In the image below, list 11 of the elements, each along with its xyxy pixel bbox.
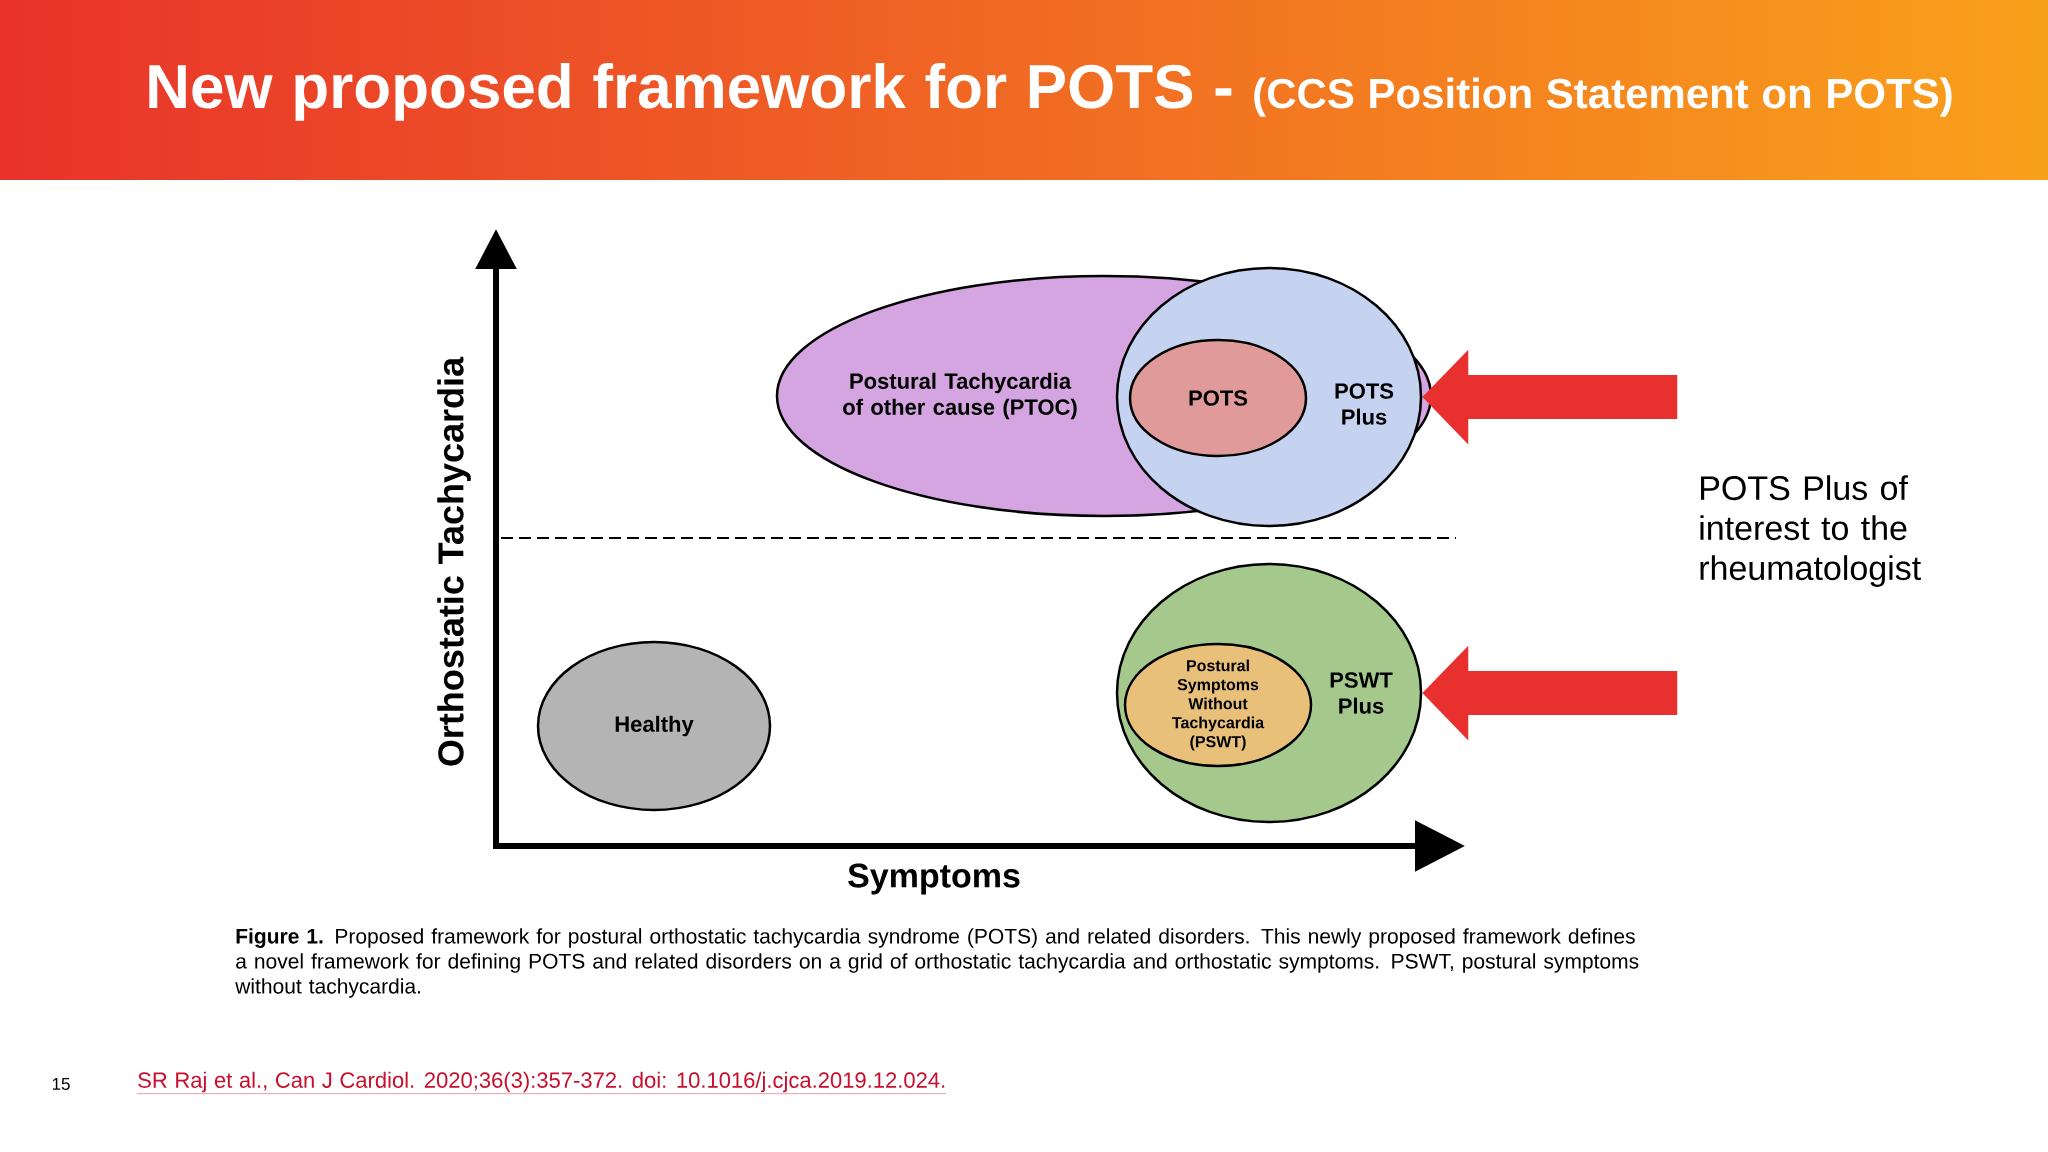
ellipse-region: Postural Symptoms Without Tachycardia (PSWT) [1123, 642, 1313, 768]
citation-link: SR Raj et al., Can J Cardiol. 2020;36(3):357-372. doi: 10.1016/j.cjca.2019.12.024. [137, 1071, 947, 1094]
axis-label: Orthostatic Tachycardia [437, 356, 471, 766]
axis-label: Symptoms [848, 863, 1020, 895]
subtitle: (CCS Position Statement on POTS) [1254, 77, 1952, 117]
ellipse-region: Healthy [536, 640, 772, 812]
note-text: POTS Plus of interest to the rheumatologist [1700, 475, 1921, 587]
page-number: 15 [52, 1078, 70, 1090]
title: New proposed framework for POTS - [149, 63, 1232, 121]
figure-caption: Figure 1. Proposed framework for postural orthostatic tachycardia syndrome (POTS) and related disorders. This newly proposed framework defines a novel framework for defining POTS and related disorders on a grid of orthostatic tachycardia and orthostatic symptoms. PSWT, postural symptoms without tachycardia. [235, 928, 1639, 998]
ellipse-region: POTS [1128, 338, 1308, 458]
